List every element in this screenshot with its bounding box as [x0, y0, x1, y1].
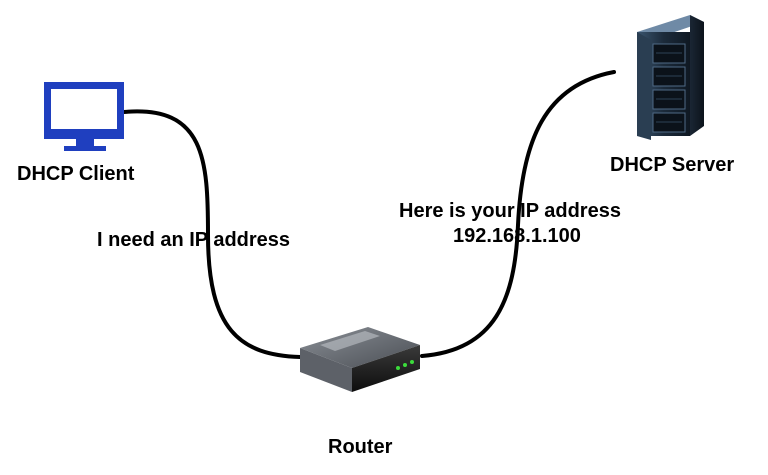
reply-ip-address: 192.168.1.100 [453, 225, 581, 247]
router-icon [300, 327, 420, 392]
monitor-icon [44, 82, 124, 151]
server-rack-icon [637, 15, 704, 140]
reply-message-line1: Here is your IP address [399, 200, 621, 222]
router-label: Router [328, 436, 393, 458]
router-led-3 [410, 360, 414, 364]
router-server-link [420, 70, 616, 358]
request-message: I need an IP address [97, 229, 291, 251]
router-led-1 [396, 366, 400, 370]
server-label: DHCP Server [610, 154, 735, 176]
router-led-2 [403, 363, 407, 367]
client-label: DHCP Client [17, 163, 135, 185]
client-router-link [122, 109, 302, 359]
